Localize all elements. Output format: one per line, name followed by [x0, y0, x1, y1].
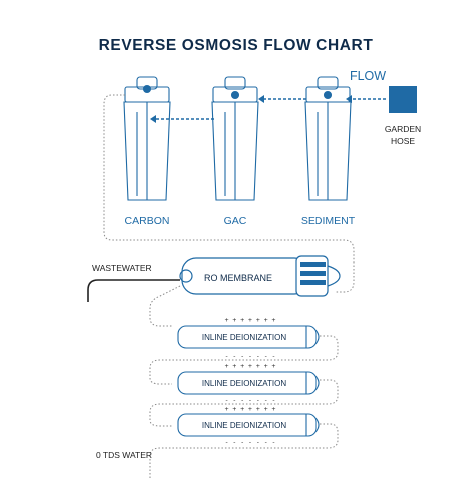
plus-signs-1: + + + + + + +: [225, 316, 276, 324]
deionizer-1: [177, 325, 320, 349]
output-label: 0 TDS WATER: [96, 450, 152, 460]
wastewater-pipe: [87, 279, 180, 302]
plus-signs-3: + + + + + + +: [225, 405, 276, 413]
filter-label-sediment: SEDIMENT: [301, 215, 356, 227]
dotted-pipes: [103, 94, 355, 480]
minus-signs-2: - - - - - - -: [225, 396, 276, 404]
filter-label-gac: GAC: [224, 215, 247, 227]
garden-hose-square: [389, 86, 417, 113]
filter-carbon: [123, 76, 171, 201]
arrow-heads: [150, 95, 352, 123]
deionizer-label-3: INLINE DEIONIZATION: [202, 421, 287, 430]
deionizer-label-1: INLINE DEIONIZATION: [202, 333, 287, 342]
flow-label: FLOW: [350, 69, 386, 83]
plus-signs-2: + + + + + + +: [225, 362, 276, 370]
filter-sediment: [304, 76, 352, 201]
garden-hose-label-line1: GARDEN: [385, 124, 421, 134]
deionizer-3: [177, 413, 320, 437]
page-title: REVERSE OSMOSIS FLOW CHART: [99, 37, 374, 54]
minus-signs-3: - - - - - - -: [225, 438, 276, 446]
deionizer-2: [177, 371, 320, 395]
wastewater-label: WASTEWATER: [92, 263, 152, 273]
flow-arrows: [156, 98, 386, 120]
deionizer-label-2: INLINE DEIONIZATION: [202, 379, 287, 388]
filter-gac: [211, 76, 259, 201]
filter-label-carbon: CARBON: [125, 215, 170, 227]
ro-membrane: [179, 255, 341, 297]
minus-signs-1: - - - - - - -: [225, 352, 276, 360]
ro-membrane-label: RO MEMBRANE: [204, 273, 272, 283]
garden-hose-label-line2: HOSE: [391, 136, 415, 146]
